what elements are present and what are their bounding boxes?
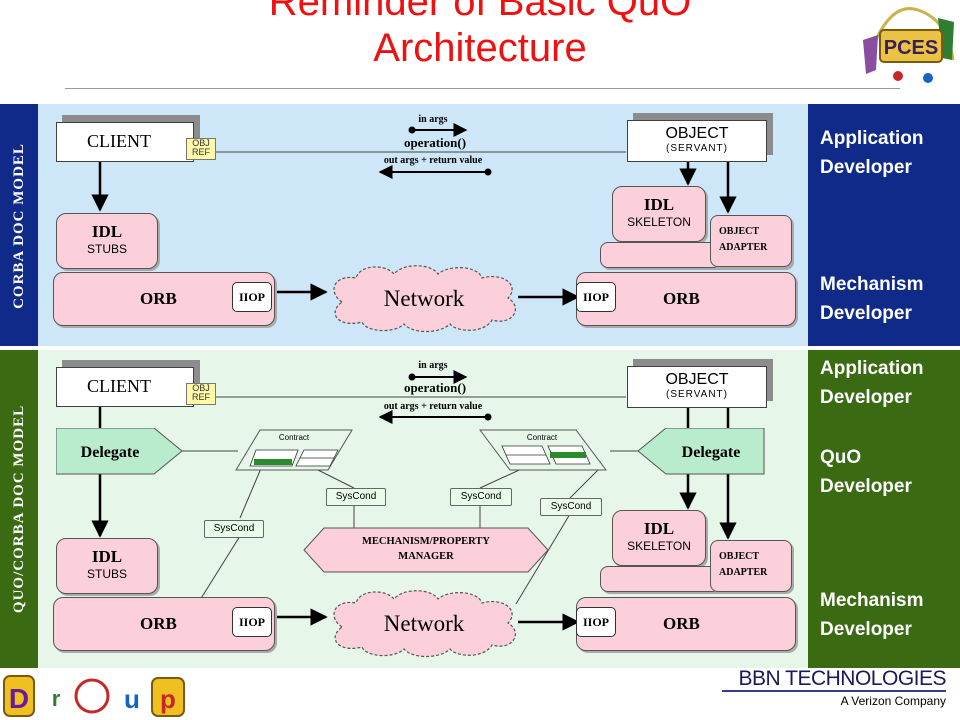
bottom-servant-label: (SERVANT) bbox=[666, 389, 728, 400]
slide-title-line1: Reminder of Basic QuO bbox=[268, 0, 692, 24]
corba-side-bar bbox=[0, 104, 38, 346]
bottom-operation-label: operation() bbox=[403, 380, 467, 395]
syscond-1: SysCond bbox=[326, 488, 386, 506]
bottom-delegate-right-label: Delegate bbox=[682, 444, 741, 461]
verizon-company-label: A Verizon Company bbox=[840, 694, 946, 708]
dgroup-logo: D r u p bbox=[3, 675, 185, 717]
bottom-idl-skeleton: IDL SKELETON bbox=[612, 510, 706, 566]
bottom-delegate-right: Delegate bbox=[637, 428, 765, 475]
syscond-3: SysCond bbox=[540, 498, 602, 516]
bottom-contract-left: Contract bbox=[235, 429, 353, 471]
top-out-args-label: out args + return value bbox=[383, 155, 483, 166]
bottom-client-label: CLIENT bbox=[87, 376, 151, 396]
top-iiop-right: IIOP bbox=[576, 282, 616, 312]
top-idl-stubs: IDL STUBS bbox=[56, 213, 158, 269]
bottom-delegate-left-label: Delegate bbox=[81, 444, 140, 461]
bottom-object-box: OBJECT (SERVANT) bbox=[627, 366, 767, 408]
bottom-network-cloud: Network bbox=[333, 590, 516, 658]
top-network-cloud: Network bbox=[333, 265, 516, 333]
bottom-in-args-label: in args bbox=[418, 360, 448, 371]
dgroup-letter-u: u bbox=[124, 684, 140, 714]
bottom-delegate-left: Delegate bbox=[56, 428, 183, 475]
title-divider bbox=[65, 88, 900, 89]
dgroup-letter-r: r bbox=[52, 686, 61, 711]
mechanism-property-manager bbox=[303, 527, 549, 573]
quo-developer-bar bbox=[808, 350, 960, 668]
top-servant-label: (SERVANT) bbox=[666, 143, 728, 154]
syscond-4: SysCond bbox=[204, 520, 264, 538]
top-iiop-left: IIOP bbox=[232, 282, 272, 312]
bottom-idl-stubs: IDL STUBS bbox=[56, 538, 158, 594]
bottom-contract-right-label: Contract bbox=[527, 433, 558, 442]
bottom-object-label: OBJECT bbox=[665, 371, 729, 388]
bbn-technologies-logo: BBN TECHNOLOGIES bbox=[722, 668, 947, 692]
top-in-args-label: in args bbox=[418, 114, 448, 125]
bottom-iiop-left: IIOP bbox=[232, 607, 272, 637]
dgroup-letter-p: p bbox=[160, 684, 176, 714]
pces-logo-text: PCES bbox=[884, 37, 938, 59]
bottom-client-box: CLIENT bbox=[56, 367, 194, 407]
bottom-network-label: Network bbox=[384, 611, 465, 636]
pces-logo: PCES bbox=[863, 7, 955, 83]
top-idl-skeleton: IDL SKELETON bbox=[612, 186, 706, 242]
top-object-label: OBJECT bbox=[665, 125, 729, 142]
bottom-iiop-right: IIOP bbox=[576, 607, 616, 637]
top-client-label: CLIENT bbox=[87, 131, 151, 151]
top-operation-label: operation() bbox=[403, 135, 467, 150]
corba-developer-bar bbox=[808, 104, 960, 346]
syscond-2: SysCond bbox=[450, 488, 512, 506]
bottom-contract-left-label: Contract bbox=[279, 433, 310, 442]
top-network-label: Network bbox=[384, 286, 465, 311]
bottom-out-args-label: out args + return value bbox=[383, 401, 483, 412]
bottom-contract-right: Contract bbox=[479, 429, 607, 471]
quo-side-bar bbox=[0, 350, 38, 668]
slide-title-line2: Architecture bbox=[373, 26, 587, 70]
dgroup-letter-d: D bbox=[9, 683, 29, 714]
top-object-box: OBJECT (SERVANT) bbox=[627, 120, 767, 162]
